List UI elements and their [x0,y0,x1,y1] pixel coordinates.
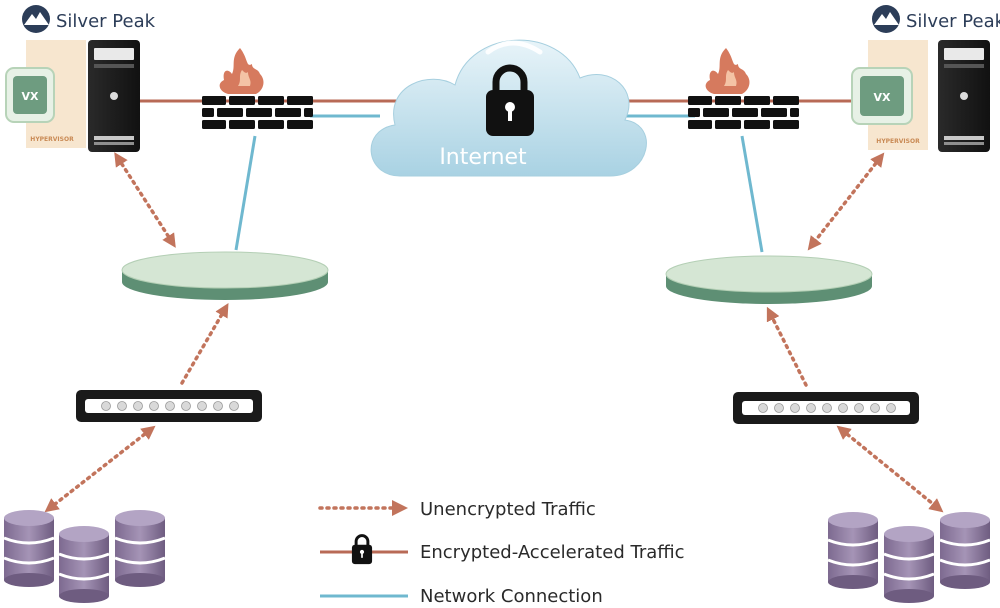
firewall-icon [202,48,313,129]
database-icon [2,508,56,589]
vx-label: VX [22,90,40,103]
server-left [88,40,140,152]
database-group-right [826,510,992,605]
legend-network: Network Connection [320,586,603,607]
internet-cloud: Internet [370,20,647,177]
legend-encrypted: Encrypted-Accelerated Traffic [320,534,685,566]
hypervisor-label: HYPERVISOR [30,136,74,143]
database-icon [938,510,992,591]
logo-icon [22,5,50,33]
cloud-label: Internet [439,145,527,170]
core-switch-right [665,255,873,304]
legend-network-label: Network Connection [420,586,603,607]
hypervisor-label: HYPERVISOR [876,138,920,145]
hypervisor-left: VX HYPERVISOR [5,40,86,148]
firewall-left [202,48,313,129]
core-switch-left [121,251,329,300]
brand-name: Silver Peak [906,11,1000,32]
logo-icon [872,5,900,33]
database-icon [882,524,936,605]
lock-icon [350,534,374,566]
access-switch-right [732,391,920,425]
legend-encrypted-label: Encrypted-Accelerated Traffic [420,542,685,563]
network-connection-lines [234,114,764,253]
brand-logo-left: Silver Peak [22,5,156,33]
brand-name: Silver Peak [56,11,156,32]
database-group-left [2,508,167,605]
legend: Unencrypted Traffic Encrypted-Accelerate… [318,499,685,607]
server-icon [88,40,140,152]
switch-icon [732,391,920,425]
legend-unencrypted: Unencrypted Traffic [318,499,596,520]
switch-icon [75,389,263,423]
legend-unencrypted-label: Unencrypted Traffic [420,499,596,520]
server-right [938,40,990,152]
hypervisor-right: VX HYPERVISOR [851,40,928,150]
database-icon [57,524,111,605]
firewall-icon [688,48,799,129]
database-icon [826,510,880,591]
brand-logo-right: Silver Peak [872,5,1000,33]
database-icon [113,508,167,589]
server-icon [938,40,990,152]
access-switch-left [75,389,263,423]
unencrypted-arrows [44,152,944,513]
firewall-right [688,48,799,129]
vx-label: VX [874,91,892,104]
